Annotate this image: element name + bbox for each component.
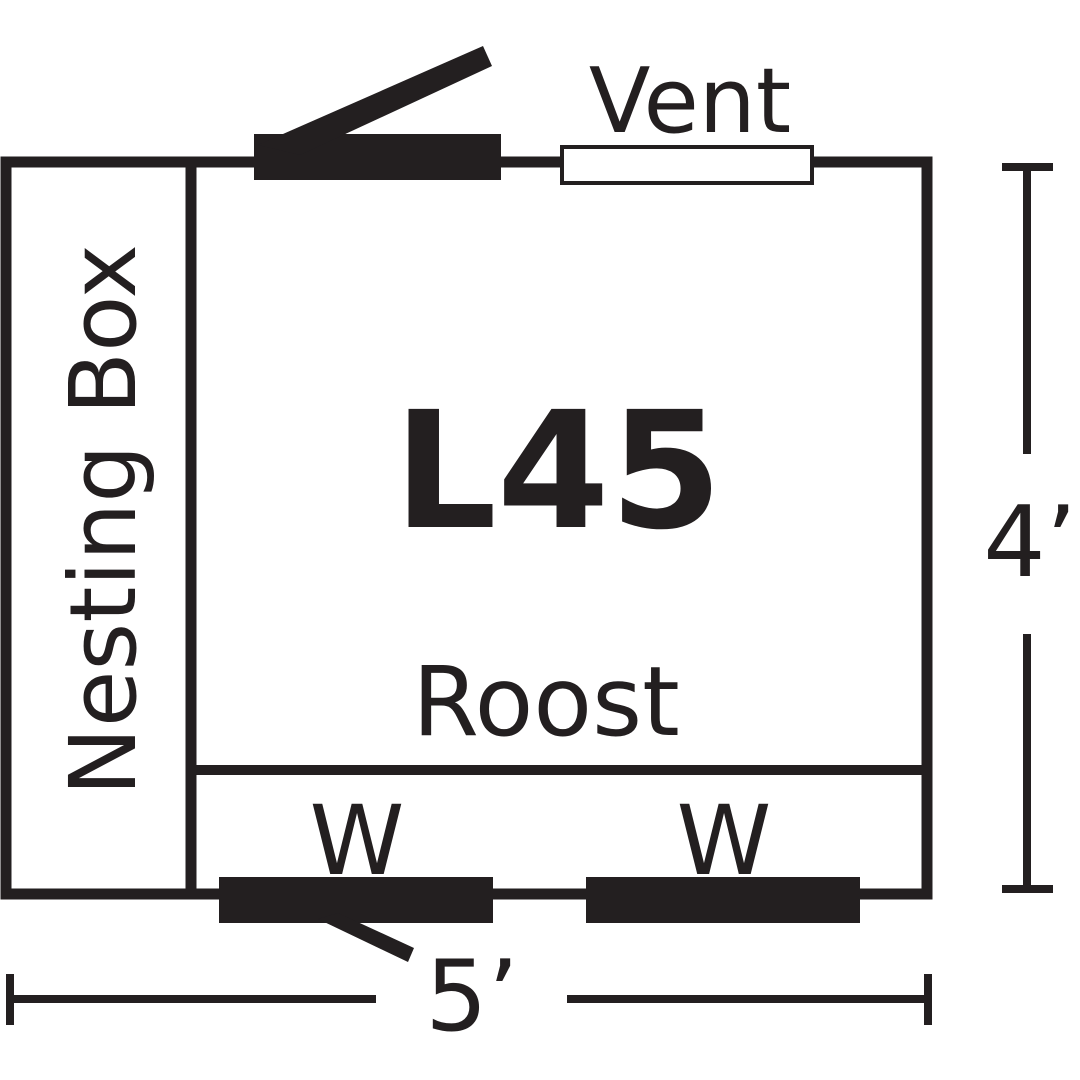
model-code: L45	[394, 378, 723, 566]
window-left-swing	[318, 913, 414, 962]
vent-label: Vent	[589, 49, 791, 154]
vent	[560, 145, 814, 185]
width-label: 5’	[425, 940, 519, 1054]
window-right-label: W	[677, 785, 772, 897]
nesting-box-label: Nesting Box	[50, 244, 157, 796]
top-door-swing	[258, 46, 492, 155]
window-left	[219, 877, 493, 923]
depth-label: 4’	[983, 486, 1077, 600]
roost-label: Roost	[412, 646, 680, 758]
window-right	[586, 877, 860, 923]
window-left-label: W	[310, 785, 405, 897]
